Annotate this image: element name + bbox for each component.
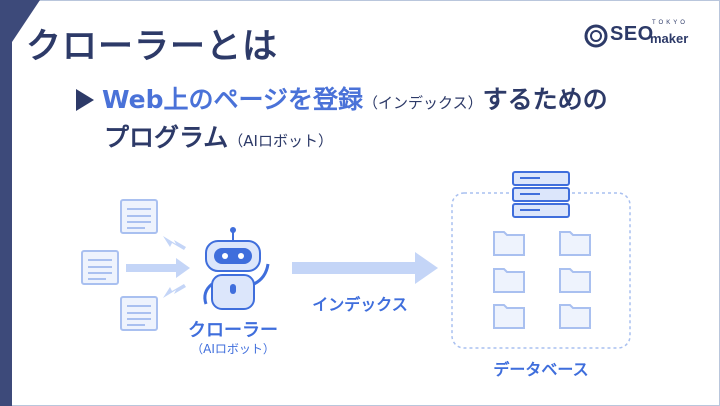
logo-text-tokyo: TOKYO — [652, 20, 688, 26]
crawler-sub-label: （AIロボット） — [191, 342, 275, 356]
index-label: インデックス — [312, 295, 408, 314]
web-page-icon — [120, 296, 158, 331]
logo-mark-icon — [584, 24, 608, 48]
web-page-icon — [120, 199, 158, 234]
definition-paren-index: （インデックス） — [363, 94, 483, 112]
folder-icons — [493, 231, 591, 329]
server-icon — [512, 171, 570, 218]
logo-text-seo: SEO — [610, 23, 654, 45]
index-arrow — [292, 252, 438, 284]
definition-line-1: Web上のページを登録（インデックス）するための — [102, 80, 608, 116]
database-frame — [451, 192, 631, 349]
definition-line-2: プログラム（AIロボット） — [104, 118, 333, 154]
definition-rest: するための — [482, 85, 608, 114]
web-page-icon — [81, 250, 119, 285]
database-label: データベース — [493, 360, 589, 379]
definition-program: プログラム — [104, 123, 229, 152]
crawler-label: クローラー — [188, 320, 278, 341]
crawl-arrow-icons — [126, 236, 190, 298]
logo-text-maker: maker — [650, 31, 689, 46]
bullet-triangle-icon — [76, 89, 94, 111]
seo-maker-logo: SEO TOKYO maker — [584, 20, 696, 52]
definition-paren-ai-robot: （AIロボット） — [228, 132, 333, 150]
robot-icon — [203, 227, 270, 310]
page-title: クローラーとは — [26, 27, 279, 67]
definition-highlight: Web上のページを登録 — [102, 85, 364, 114]
